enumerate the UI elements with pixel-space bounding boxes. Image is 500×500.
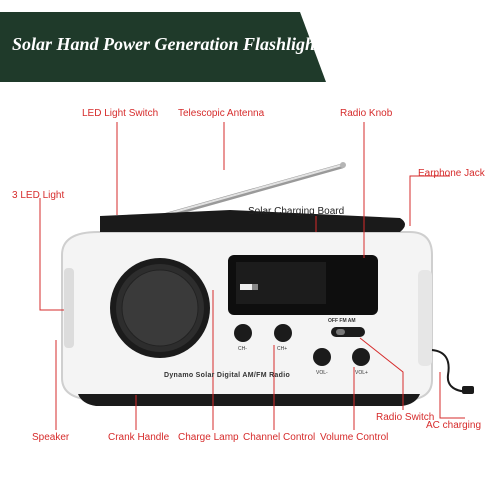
ch-plus-button[interactable] — [274, 324, 292, 342]
callout-charge-lamp: Charge Lamp — [178, 432, 239, 443]
vol-minus-label: VOL- — [316, 370, 328, 376]
mode-switch-label: OFF FM AM — [328, 318, 356, 324]
callout-lines — [39, 122, 465, 430]
vol-plus-button[interactable] — [352, 348, 370, 366]
callout-radio-knob: Radio Knob — [340, 108, 393, 119]
callout-speaker: Speaker — [32, 432, 70, 443]
speaker — [110, 258, 210, 358]
device-front-label: Dynamo Solar Digital AM/FM Radio — [164, 372, 291, 379]
callout-solar-charging-board: Solar Charging Board — [248, 206, 345, 217]
led-light-panel — [64, 268, 74, 348]
callout-volume-control: Volume Control — [320, 432, 389, 443]
top-handle — [100, 210, 405, 232]
ch-plus-label: CH+ — [277, 346, 288, 352]
title-banner — [0, 12, 326, 82]
vol-plus-label: VOL+ — [355, 370, 368, 376]
callout-channel-control: Channel Control — [243, 432, 316, 443]
vol-minus-button[interactable] — [313, 348, 331, 366]
callout-ac-charging: AC charging — [426, 420, 482, 431]
callout-earphone-jack: Earphone Jack — [418, 168, 485, 179]
lcd-display — [228, 255, 378, 315]
bottom-base — [78, 394, 420, 406]
callout-led-light-switch: LED Light Switch — [82, 108, 159, 119]
callout-radio-switch: Radio Switch — [376, 412, 435, 423]
ch-minus-label: CH- — [238, 346, 247, 352]
callout-crank-handle: Crank Handle — [108, 432, 170, 443]
ch-minus-button[interactable] — [234, 324, 252, 342]
side-panel — [418, 270, 432, 366]
earphone-cable — [431, 349, 473, 393]
callout-telescopic-antenna: Telescopic Antenna — [178, 108, 265, 119]
page-title: Solar Hand Power Generation Flashlight R… — [12, 34, 369, 54]
callout-3-led-light: 3 LED Light — [12, 190, 65, 201]
